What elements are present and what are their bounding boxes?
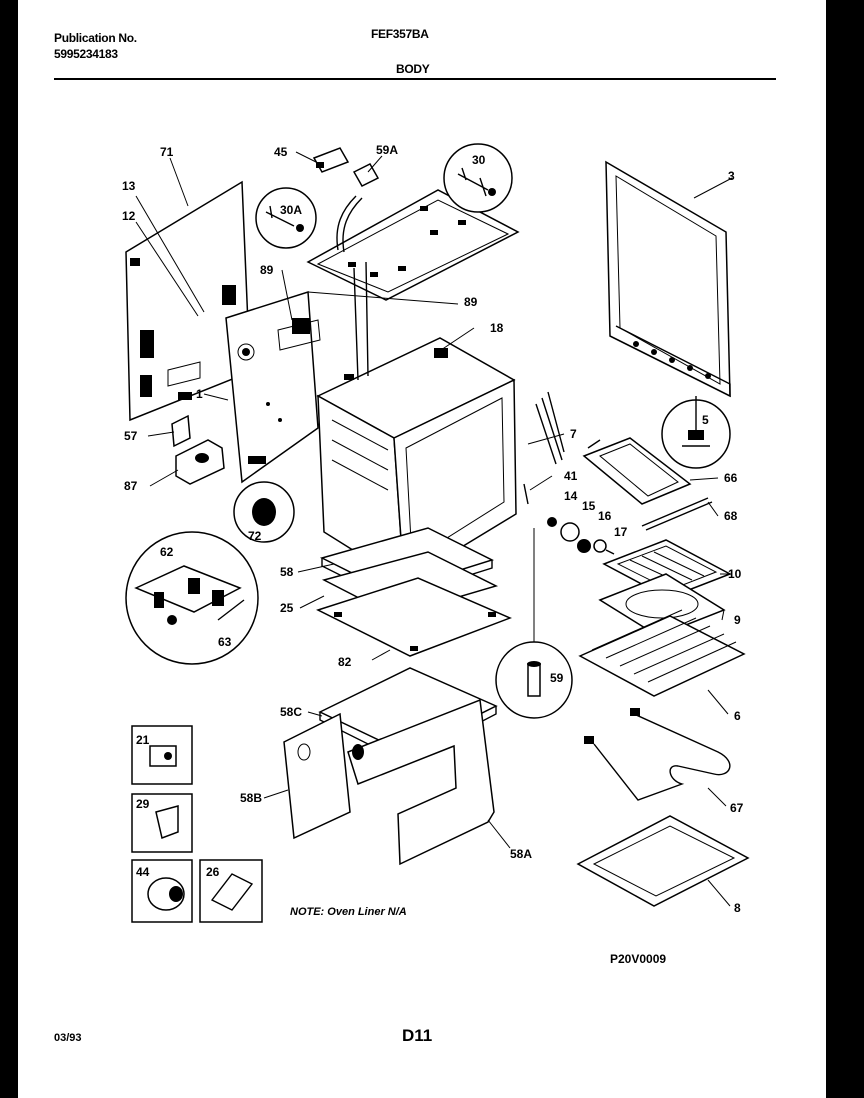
svg-text:29: 29 bbox=[136, 797, 150, 811]
detail-5-circle bbox=[661, 396, 731, 469]
detail-30a-circle bbox=[255, 187, 317, 249]
part-box-21 bbox=[131, 725, 193, 785]
scan-edge-right bbox=[826, 0, 864, 1098]
svg-text:7: 7 bbox=[570, 427, 577, 441]
page-number: D11 bbox=[402, 1026, 433, 1045]
knob-parts-14-17 bbox=[547, 517, 615, 555]
model-number: FEF357BA bbox=[371, 27, 429, 41]
svg-text:66: 66 bbox=[724, 471, 738, 485]
svg-text:13: 13 bbox=[122, 179, 136, 193]
rod-41-part bbox=[523, 483, 529, 505]
element-7-part bbox=[535, 391, 565, 465]
svg-text:21: 21 bbox=[136, 733, 150, 747]
part-box-26 bbox=[199, 859, 263, 923]
svg-text:63: 63 bbox=[218, 635, 232, 649]
svg-text:58A: 58A bbox=[510, 847, 532, 861]
cooktop-part bbox=[306, 189, 520, 301]
bake-element-67-part bbox=[584, 708, 731, 801]
svg-text:68: 68 bbox=[724, 509, 738, 523]
svg-text:57: 57 bbox=[124, 429, 138, 443]
svg-text:87: 87 bbox=[124, 479, 138, 493]
publication-number: 5995234183 bbox=[54, 47, 118, 61]
svg-text:30: 30 bbox=[472, 153, 486, 167]
drawer-frame-58b-part bbox=[283, 712, 351, 840]
part-box-44 bbox=[131, 859, 193, 923]
svg-text:3: 3 bbox=[728, 169, 735, 183]
svg-text:41: 41 bbox=[564, 469, 578, 483]
broil-element-66-part bbox=[582, 437, 692, 505]
bracket-57-part bbox=[171, 414, 191, 448]
svg-text:59: 59 bbox=[550, 671, 564, 685]
drawer-frame-58a-part bbox=[347, 698, 495, 866]
detail-62-63-circle bbox=[125, 531, 259, 665]
strip-68-part bbox=[641, 497, 713, 531]
svg-text:1: 1 bbox=[196, 387, 203, 401]
publication-label: Publication No. bbox=[54, 31, 137, 45]
svg-text:25: 25 bbox=[280, 601, 294, 615]
part-box-29 bbox=[131, 793, 193, 853]
callout-labels: 71 13 12 45 59A 30 30A 3 89 89 18 1 57 8… bbox=[122, 143, 744, 915]
svg-text:6: 6 bbox=[734, 709, 741, 723]
oven-rack-6-part bbox=[578, 609, 746, 697]
detail-72-circle bbox=[233, 481, 295, 543]
svg-text:5: 5 bbox=[702, 413, 709, 427]
footer-date: 03/93 bbox=[54, 1032, 82, 1044]
svg-text:59A: 59A bbox=[376, 143, 398, 157]
detail-59-circle bbox=[495, 528, 573, 719]
svg-text:18: 18 bbox=[490, 321, 504, 335]
side-control-panel-part bbox=[225, 290, 321, 484]
bracket-87-part bbox=[175, 439, 225, 485]
svg-text:30A: 30A bbox=[280, 203, 302, 217]
drawing-id: P20V0009 bbox=[610, 952, 667, 966]
svg-text:58B: 58B bbox=[240, 791, 262, 805]
bracket-59a-part bbox=[352, 163, 380, 187]
scan-edge-left bbox=[0, 0, 18, 1098]
svg-text:82: 82 bbox=[338, 655, 352, 669]
oven-liner-note: NOTE: Oven Liner N/A bbox=[290, 906, 407, 918]
svg-text:71: 71 bbox=[160, 145, 174, 159]
svg-text:58C: 58C bbox=[280, 705, 302, 719]
svg-text:15: 15 bbox=[582, 499, 596, 513]
detail-30-circle bbox=[443, 143, 513, 213]
svg-text:89: 89 bbox=[464, 295, 478, 309]
svg-text:10: 10 bbox=[728, 567, 742, 581]
section-title: BODY bbox=[396, 62, 430, 76]
leader-lines bbox=[135, 151, 733, 907]
svg-text:14: 14 bbox=[564, 489, 578, 503]
oven-door-part bbox=[605, 160, 731, 398]
svg-text:8: 8 bbox=[734, 901, 741, 915]
svg-text:89: 89 bbox=[260, 263, 274, 277]
svg-text:72: 72 bbox=[248, 529, 262, 543]
svg-text:16: 16 bbox=[598, 509, 612, 523]
svg-text:12: 12 bbox=[122, 209, 136, 223]
svg-text:26: 26 bbox=[206, 865, 220, 879]
bracket-45-part bbox=[312, 147, 350, 173]
svg-text:44: 44 bbox=[136, 865, 150, 879]
svg-text:62: 62 bbox=[160, 545, 174, 559]
svg-text:45: 45 bbox=[274, 145, 288, 159]
drawer-panel-8-part bbox=[576, 815, 750, 907]
exploded-view-drawing: 71 13 12 45 59A 30 30A 3 89 89 18 1 57 8… bbox=[122, 143, 750, 923]
header-rule bbox=[54, 78, 776, 80]
svg-text:67: 67 bbox=[730, 801, 744, 815]
plate-82-part bbox=[316, 577, 512, 657]
svg-text:58: 58 bbox=[280, 565, 294, 579]
svg-text:9: 9 bbox=[734, 613, 741, 627]
parts-diagram-sheet: Publication No. 5995234183 FEF357BA BODY bbox=[18, 0, 826, 1098]
svg-text:17: 17 bbox=[614, 525, 628, 539]
